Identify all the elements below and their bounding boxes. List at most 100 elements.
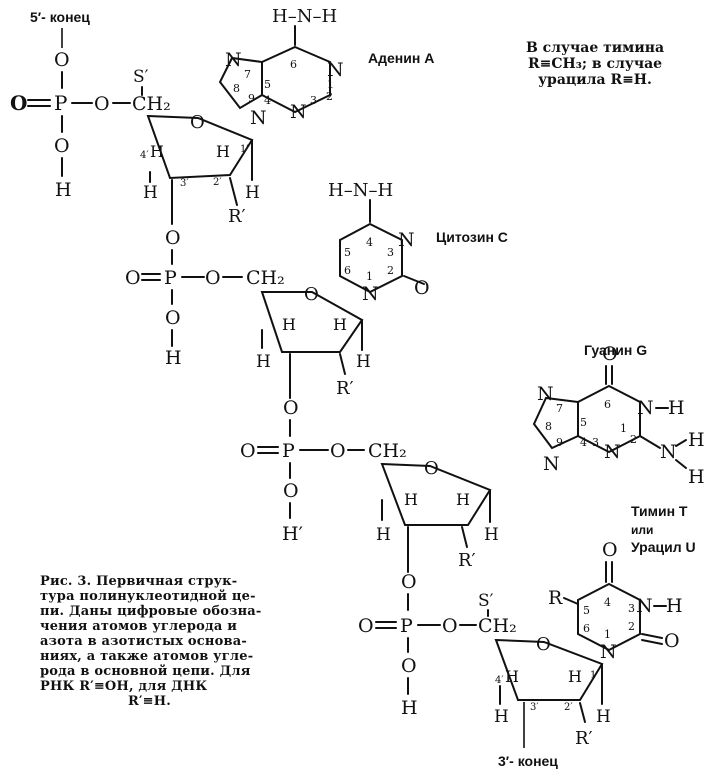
caption-line: R′≡H. xyxy=(128,694,171,709)
guanine-label: Гуанин G xyxy=(584,342,647,358)
cytosine-num4: 4 xyxy=(366,236,373,249)
bond xyxy=(461,526,468,548)
note-line: урацила R≡H. xyxy=(538,72,652,88)
ring-o-4: O xyxy=(536,634,551,655)
bond xyxy=(403,275,425,285)
thymine-num5: 5 xyxy=(583,604,590,617)
thymine-h3: H xyxy=(666,595,683,617)
num-1p-1: 1′ xyxy=(240,144,249,155)
cytosine-n3: N xyxy=(398,229,415,251)
cytosine-ring xyxy=(339,222,403,294)
substituent-note: В случае тимина R≡CH₃; в случае урацила … xyxy=(495,40,695,88)
guanine-num6: 6 xyxy=(604,398,611,411)
h-4p-low-4: H xyxy=(494,707,509,727)
bond xyxy=(641,639,663,645)
cytosine-num3: 3 xyxy=(387,246,394,259)
atom-p1: P xyxy=(54,91,67,115)
guanine-n2: N xyxy=(660,441,677,463)
atom-o-dbl3: O xyxy=(240,440,256,462)
atom-o-link4: O xyxy=(401,571,417,593)
h-4p-low-1: H xyxy=(143,183,158,203)
adenine-n7: N xyxy=(225,49,242,71)
adenine-5ring xyxy=(218,56,263,110)
adenine-nh2: H–N–H xyxy=(272,6,337,27)
bond xyxy=(229,177,238,206)
h-4p-3: H xyxy=(404,490,418,509)
ch2-2: CH₂ xyxy=(246,267,285,289)
adenine-num1: 1 xyxy=(327,78,334,91)
atom-h-low4: H xyxy=(401,697,418,719)
ring-o-3: O xyxy=(424,458,439,479)
note-line: R≡CH₃; в случае xyxy=(527,56,663,72)
adenine-num8: 8 xyxy=(233,82,240,95)
h-1p-upper-1: H xyxy=(216,142,230,161)
num-1p-4: 1′ xyxy=(590,670,599,681)
atom-o-dbl4: O xyxy=(358,615,374,637)
sugar-ring-3 xyxy=(380,462,492,526)
atom-o-low3: O xyxy=(283,480,299,502)
atom-p4: P xyxy=(400,615,413,637)
atom-p2: P xyxy=(164,267,177,289)
guanine-n9: N xyxy=(543,453,560,475)
guanine-num9: 9 xyxy=(556,436,563,449)
adenine-n1: N xyxy=(327,59,344,81)
cytosine-label: Цитозин С xyxy=(436,229,508,245)
thymine-n1: N xyxy=(600,641,617,663)
atom-o-ester1: O xyxy=(94,93,110,115)
h-4p-2: H xyxy=(282,315,296,334)
guanine-num3: 3 xyxy=(592,436,599,449)
caption-line: рода в основной цепи. Для xyxy=(40,664,251,679)
adenine-num5: 5 xyxy=(264,78,271,91)
guanine-h1: H xyxy=(668,397,685,419)
h-1p-upper-2: H xyxy=(333,315,347,334)
cytosine-nh2: H–N–H xyxy=(328,180,393,201)
atom-h-low2: H xyxy=(165,347,182,369)
caption-line: пи. Даны цифровые обозна- xyxy=(40,604,262,619)
atom-h-prime: H′ xyxy=(282,523,303,545)
guanine-num1: 1 xyxy=(620,422,627,435)
num-4p-1: 4′ xyxy=(140,150,149,161)
three-prime-end-label: 3′- конец xyxy=(498,753,558,769)
label-s-prime-top: S′ xyxy=(133,67,149,87)
adenine-n3: N xyxy=(290,101,307,123)
thymine-ring xyxy=(577,582,641,652)
adenine-num3: 3 xyxy=(310,94,317,107)
ch2-1: CH₂ xyxy=(132,93,171,115)
num-2p-1: 2′ xyxy=(213,177,222,188)
guanine-num2: 2 xyxy=(630,433,637,446)
guanine-h2a: H xyxy=(688,429,705,451)
h-1p-low-3: H xyxy=(484,525,499,545)
label-s-prime-bottom: S′ xyxy=(478,591,494,611)
sugar-ring-4 xyxy=(494,638,604,701)
adenine-num9: 9 xyxy=(248,92,255,105)
thymine-o2: O xyxy=(664,630,680,652)
guanine-num8: 8 xyxy=(545,420,552,433)
atom-o-low4: O xyxy=(401,655,417,677)
guanine-n3: N xyxy=(604,441,621,463)
thymine-n3: N xyxy=(636,595,653,617)
r-prime-2: R′ xyxy=(336,378,354,399)
bond xyxy=(639,435,661,449)
cytosine-num1: 1 xyxy=(366,270,373,283)
atom-o-dbl1: O xyxy=(10,91,27,115)
h-4p-low-3: H xyxy=(376,525,391,545)
adenine-n9: N xyxy=(250,107,267,129)
guanine-num4: 4 xyxy=(580,436,587,449)
h-4p-1: H xyxy=(150,142,164,161)
guanine-5ring xyxy=(532,396,579,450)
adenine-num4: 4 xyxy=(264,94,271,107)
h-1p-low-1: H xyxy=(245,183,260,203)
atom-o-link3: O xyxy=(283,397,299,419)
sugar-ring-1 xyxy=(146,114,254,180)
guanine-n7: N xyxy=(537,383,554,405)
num-3p-1: 3′ xyxy=(180,178,189,189)
atom-o-low1: O xyxy=(54,135,70,157)
h-1p-upper-4: H xyxy=(568,667,582,686)
h-1p-low-4: H xyxy=(596,707,611,727)
num-4p-4: 4′ xyxy=(495,675,504,686)
guanine-o6: O xyxy=(602,343,618,365)
adenine-num2: 2 xyxy=(326,90,333,103)
or-label: или xyxy=(631,523,653,537)
